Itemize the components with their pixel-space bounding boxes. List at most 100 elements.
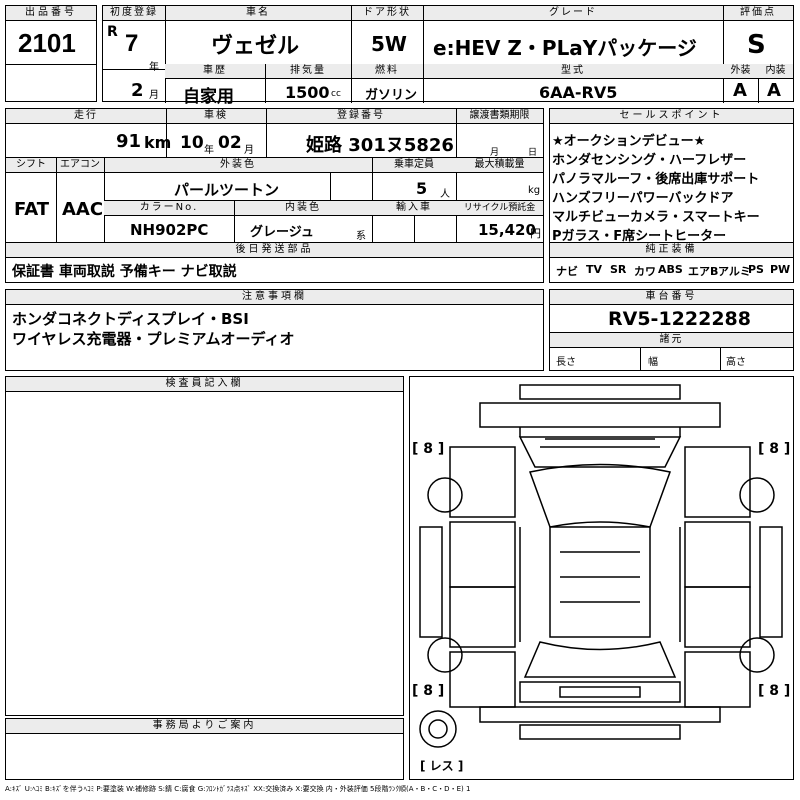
int-color-suffix: 系 bbox=[356, 231, 366, 242]
history-value: 自家用 bbox=[183, 87, 234, 107]
sales-points-box: セールスポイント ★オークションデビュー★ ホンダセンシング・ハーフレザー パノ… bbox=[549, 108, 794, 244]
interior-value: A bbox=[767, 80, 781, 101]
vehicle-info-grid: 初度登録 車名 ドア形状 グレード 評価点 R 7 年 2 月 ヴェゼル 5W … bbox=[102, 5, 794, 107]
lot-box: 出品番号 2101 bbox=[5, 5, 97, 102]
color-no-label: カラーNo. bbox=[104, 201, 234, 216]
fuel-label: 燃料 bbox=[351, 64, 423, 79]
chassis-label: 車台番号 bbox=[550, 290, 793, 305]
exterior-value: A bbox=[733, 80, 747, 101]
spare-tire-value: [ レス ] bbox=[420, 759, 464, 773]
fuel-value: ガソリン bbox=[365, 88, 418, 103]
mileage-unit: km bbox=[144, 133, 172, 152]
capacity-value: 5 bbox=[416, 179, 428, 198]
shift-label: シフト bbox=[6, 158, 56, 173]
recycle-label: リサイクル預託金 bbox=[456, 201, 543, 216]
recycle-unit: 円 bbox=[530, 227, 541, 240]
tire-rr-value: [ 8 ] bbox=[758, 683, 791, 699]
era-mark: R bbox=[107, 24, 118, 40]
displacement-unit: cc bbox=[331, 89, 341, 99]
mileage-label: 走行 bbox=[6, 109, 166, 124]
equipment-item: ナビ bbox=[556, 265, 578, 278]
sales-point-line: ホンダセンシング・ハーフレザー bbox=[552, 153, 747, 168]
tire-fl-value: [ 8 ] bbox=[412, 441, 445, 457]
sales-point-line: パノラマルーフ・後席出庫サポート bbox=[552, 172, 760, 187]
first-reg-year: 7 bbox=[125, 30, 139, 57]
registration-label: 登録番号 bbox=[266, 109, 456, 124]
mileage-value: 91 bbox=[116, 131, 142, 152]
detail-grid: 走行 車検 登録番号 譲渡書類期限 91 km 10 年 02 月 姫路 301… bbox=[5, 108, 544, 243]
door-label: ドア形状 bbox=[351, 6, 423, 21]
office-label: 事務局よりご案内 bbox=[6, 719, 403, 734]
int-color-value: グレージュ bbox=[250, 225, 314, 240]
height-label: 高さ bbox=[726, 357, 746, 368]
score-value: S bbox=[747, 30, 766, 60]
equipment-item: PS bbox=[748, 263, 764, 276]
inspector-box: 検査員記入欄 bbox=[5, 376, 404, 716]
grade-value: e:HEV Z・PLaYパッケージ bbox=[433, 36, 697, 60]
year-unit: 年 bbox=[149, 62, 159, 73]
car-name: ヴェゼル bbox=[211, 34, 300, 59]
history-label: 車歴 bbox=[165, 64, 265, 79]
recycle-value: 15,420 bbox=[478, 221, 536, 239]
sales-point-line: Pガラス・F席シートヒーター bbox=[552, 229, 727, 244]
max-load-label: 最大積載量 bbox=[456, 158, 543, 173]
sales-point-line: ハンズフリーパワーバックドア bbox=[552, 191, 734, 206]
notes-line: ホンダコネクトディスプレイ・BSI bbox=[12, 310, 249, 328]
capacity-label: 乗車定員 bbox=[372, 158, 456, 173]
max-load-unit: kg bbox=[528, 185, 541, 196]
width-label: 幅 bbox=[648, 357, 658, 368]
equipment-item: PW bbox=[770, 263, 791, 276]
car-name-label: 車名 bbox=[165, 6, 351, 21]
lot-label: 出品番号 bbox=[6, 6, 96, 21]
door-type: 5W bbox=[371, 32, 407, 56]
chassis-number: RV5-1222288 bbox=[608, 308, 751, 330]
model-label: 型式 bbox=[423, 64, 723, 79]
int-color-label: 内装色 bbox=[234, 201, 372, 216]
score-label: 評価点 bbox=[723, 6, 793, 21]
inspection-year: 10 bbox=[180, 133, 204, 153]
month-unit: 月 bbox=[149, 90, 159, 101]
inspector-label: 検査員記入欄 bbox=[6, 377, 403, 392]
specs-label: 諸元 bbox=[550, 333, 793, 348]
inspection-month: 02 bbox=[218, 133, 242, 153]
car-diagram-box: [ 8 ] [ 8 ] [ 8 ] [ 8 ] [ レス ] bbox=[409, 376, 794, 780]
sales-point-line: ★オークションデビュー★ bbox=[552, 134, 706, 149]
notes-label: 注意事項欄 bbox=[6, 290, 543, 305]
ext-color-value: パールツートン bbox=[174, 181, 280, 199]
office-box: 事務局よりご案内 bbox=[5, 718, 404, 780]
doc-day-unit: 日 bbox=[528, 148, 538, 158]
later-parts-value: 保証書 車両取説 予備キー ナビ取説 bbox=[12, 264, 237, 280]
tire-rl-value: [ 8 ] bbox=[412, 683, 445, 699]
color-no-value: NH902PC bbox=[130, 221, 209, 239]
legend-text: A:ｷｽﾞ U:ﾍｺﾐ B:ｷｽﾞを伴うﾍｺﾐ P:要塗装 W:補修跡 S:錆 … bbox=[5, 785, 471, 793]
doc-month-unit: 月 bbox=[490, 148, 500, 158]
displacement-value: 1500 bbox=[285, 83, 330, 102]
lot-number: 2101 bbox=[18, 28, 76, 58]
model-value: 6AA-RV5 bbox=[539, 83, 618, 102]
first-reg-label: 初度登録 bbox=[103, 6, 165, 21]
sales-point-line: マルチビューカメラ・スマートキー bbox=[552, 210, 760, 225]
interior-label: 内装 bbox=[758, 64, 793, 79]
import-label: 輸入車 bbox=[372, 201, 456, 216]
equipment-item: アルミ bbox=[718, 265, 751, 278]
first-reg-month: 2 bbox=[131, 80, 144, 101]
ext-color-label: 外装色 bbox=[104, 158, 372, 173]
aircon-label: エアコン bbox=[56, 158, 104, 173]
equipment-item: TV bbox=[586, 263, 603, 276]
later-parts-box: 後日発送部品 保証書 車両取説 予備キー ナビ取説 bbox=[5, 242, 544, 283]
equipment-box: 純正装備 ナビ TV SR カワ ABS エアB アルミ PS PW bbox=[549, 242, 794, 283]
sales-points-label: セールスポイント bbox=[550, 109, 793, 124]
inspection-label: 車検 bbox=[166, 109, 266, 124]
exterior-label: 外装 bbox=[723, 64, 758, 79]
registration-value: 姫路 301ヌ5826 bbox=[306, 135, 454, 156]
displacement-label: 排気量 bbox=[265, 64, 351, 79]
doc-deadline-label: 譲渡書類期限 bbox=[456, 109, 543, 124]
inspection-month-unit: 月 bbox=[244, 145, 254, 156]
notes-line: ワイヤレス充電器・プレミアムオーディオ bbox=[12, 330, 295, 348]
shift-value: FAT bbox=[14, 199, 50, 220]
inspection-year-unit: 年 bbox=[204, 145, 214, 156]
later-parts-label: 後日発送部品 bbox=[6, 243, 543, 258]
equipment-item: ABS bbox=[658, 263, 683, 276]
length-label: 長さ bbox=[556, 357, 576, 368]
grade-label: グレード bbox=[423, 6, 723, 21]
